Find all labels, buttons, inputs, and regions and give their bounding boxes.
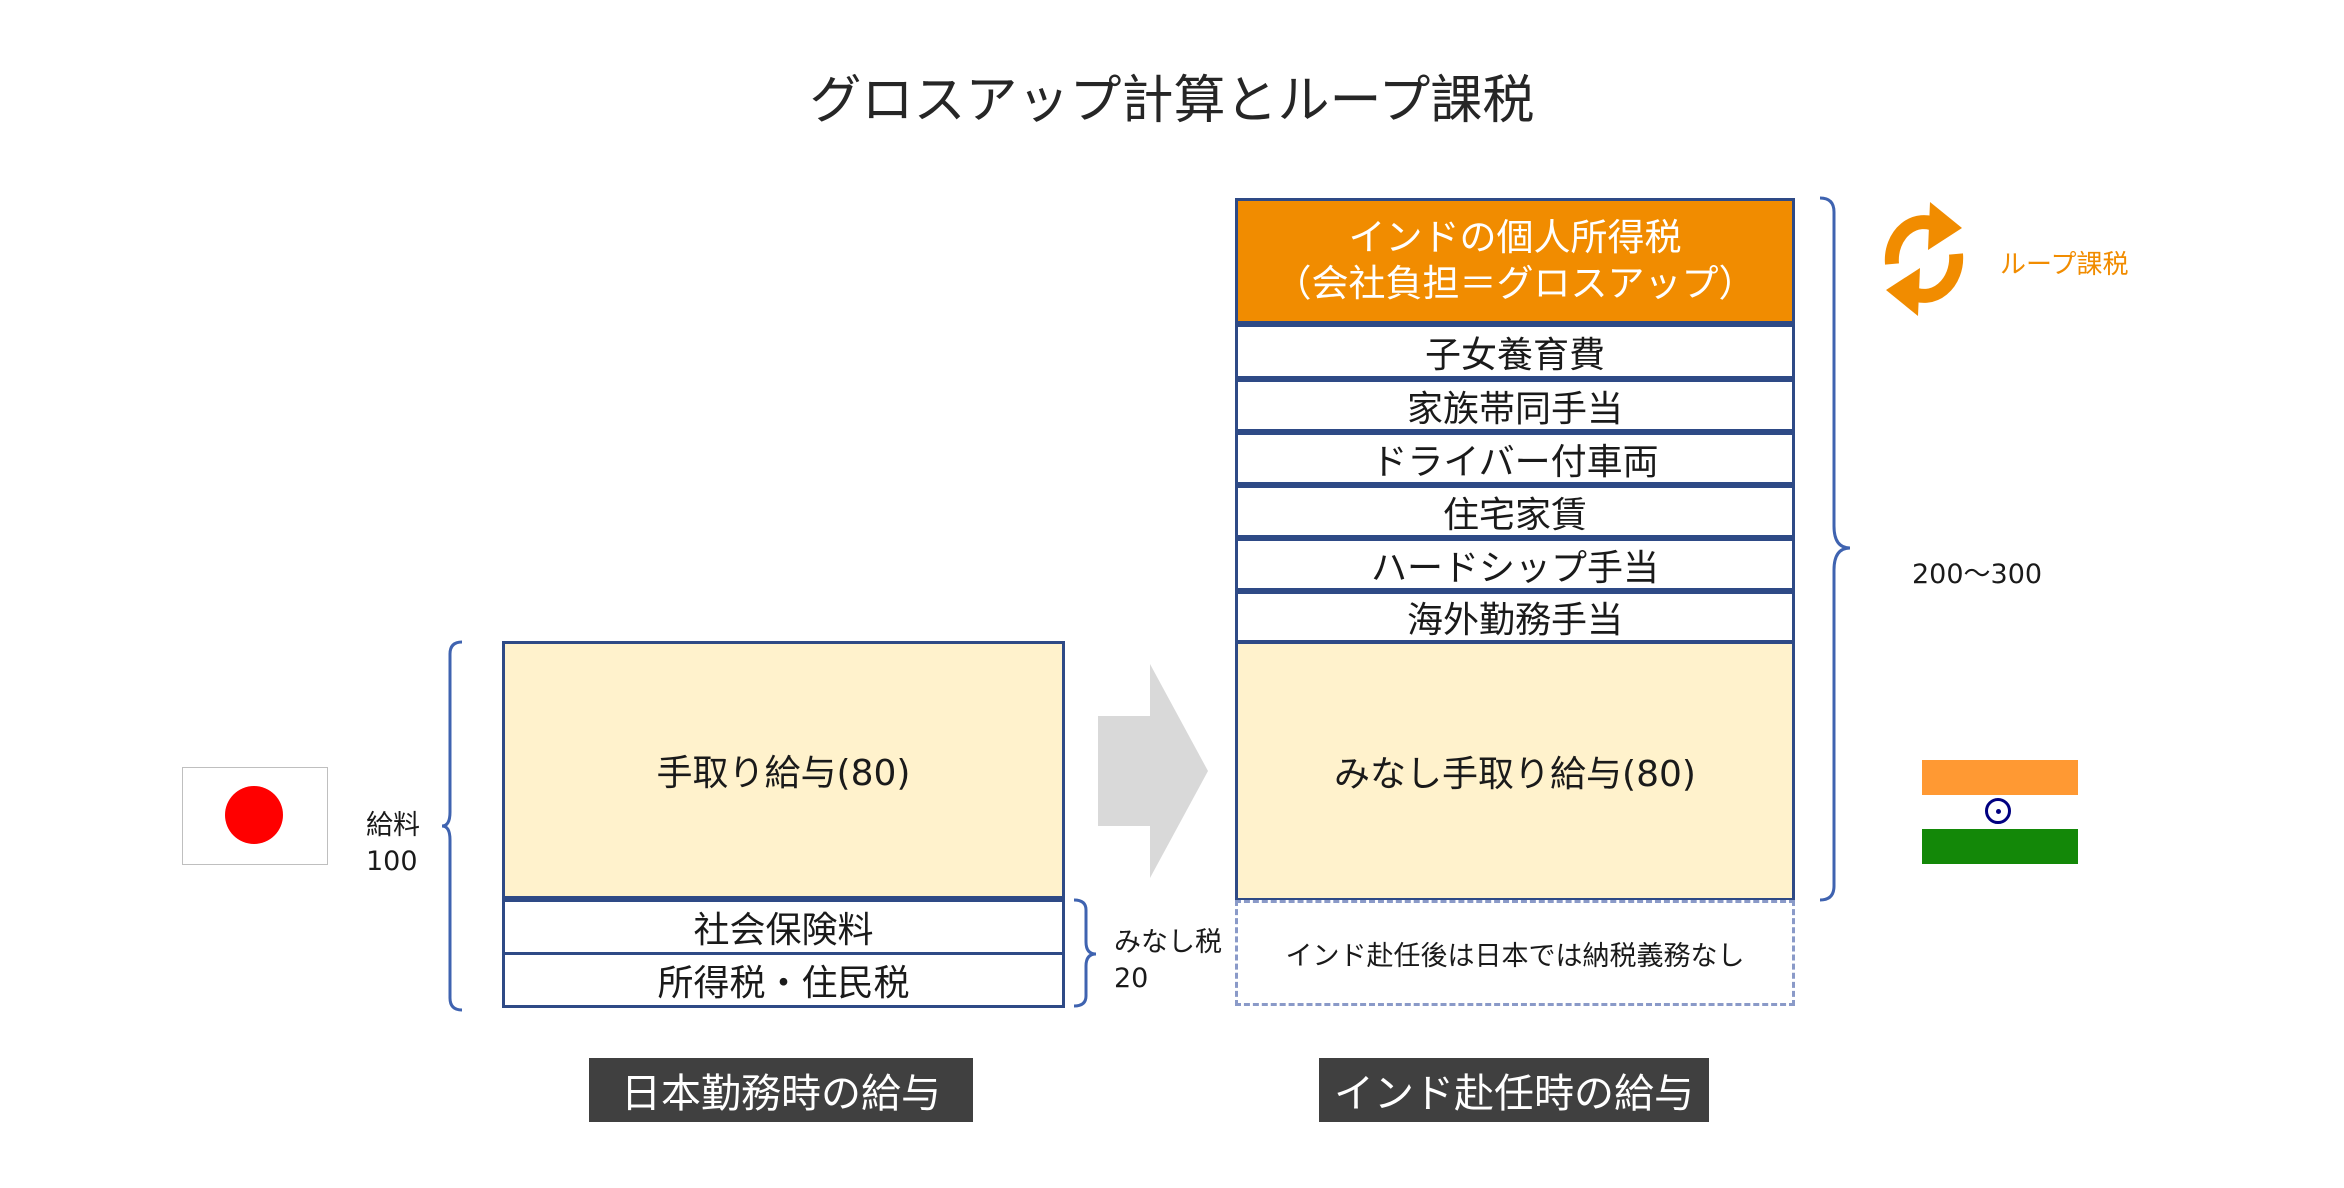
transition-arrow-icon xyxy=(1098,664,1208,878)
no-tax-note-box: インド赴任後は日本では納税義務なし xyxy=(1235,900,1795,1006)
deemed-tax-title: みなし税 xyxy=(1114,927,1222,958)
income-tax-box: 所得税・住民税 xyxy=(502,952,1065,1008)
india-item-box: 住宅家賃 xyxy=(1235,485,1795,538)
deemed-tax-label: みなし税 20 xyxy=(1114,925,1222,998)
deemed-tax-bracket xyxy=(1073,898,1097,1008)
no-tax-note-label: インド赴任後は日本では納税義務なし xyxy=(1285,940,1745,972)
salary-bracket xyxy=(441,640,463,1012)
loop-tax-label: ループ課税 xyxy=(2000,250,2129,280)
social-insurance-label: 社会保険料 xyxy=(693,910,874,951)
loop-arrows-icon xyxy=(1884,202,1964,316)
deemed-takehome-box: みなし手取り給与(80) xyxy=(1235,641,1795,901)
japan-flag-icon xyxy=(182,767,328,865)
india-item-box: ハードシップ手当 xyxy=(1235,538,1795,591)
takehome-label: 手取り給与(80) xyxy=(656,753,911,794)
japan-caption: 日本勤務時の給与 xyxy=(589,1058,973,1122)
india-item-label: ハードシップ手当 xyxy=(1370,547,1659,589)
salary-label: 給料 100 xyxy=(366,808,420,881)
india-item-label: 家族帯同手当 xyxy=(1406,388,1623,430)
india-item-box: 海外勤務手当 xyxy=(1235,591,1795,643)
india-salary-bracket xyxy=(1819,196,1851,902)
india-item-box: ドライバー付車両 xyxy=(1235,432,1795,485)
deemed-takehome-label: みなし手取り給与(80) xyxy=(1334,754,1696,795)
india-item-label: 海外勤務手当 xyxy=(1406,600,1623,641)
salary-label-title: 給料 xyxy=(366,810,420,841)
deemed-tax-value: 20 xyxy=(1114,963,1149,995)
india-income-tax-label: インドの個人所得税 xyxy=(1348,215,1682,259)
india-item-box: 子女養育費 xyxy=(1235,324,1795,379)
takehome-box: 手取り給与(80) xyxy=(502,641,1065,899)
india-item-box: 家族帯同手当 xyxy=(1235,379,1795,432)
india-item-label: 住宅家賃 xyxy=(1442,494,1587,536)
india-caption: インド赴任時の給与 xyxy=(1319,1058,1709,1122)
india-item-label: ドライバー付車両 xyxy=(1371,441,1659,483)
india-grossup-label: （会社負担＝グロスアップ） xyxy=(1274,262,1756,305)
india-income-tax-box: インドの個人所得税 （会社負担＝グロスアップ） xyxy=(1235,198,1795,324)
social-insurance-box: 社会保険料 xyxy=(502,899,1065,955)
india-item-label: 子女養育費 xyxy=(1424,334,1605,376)
salary-label-value: 100 xyxy=(366,846,418,878)
income-tax-label: 所得税・住民税 xyxy=(657,963,910,1004)
range-label: 200～300 xyxy=(1912,559,2043,590)
page-title: グロスアップ計算とループ課税 xyxy=(809,71,1535,131)
india-flag-icon xyxy=(1922,760,2078,864)
